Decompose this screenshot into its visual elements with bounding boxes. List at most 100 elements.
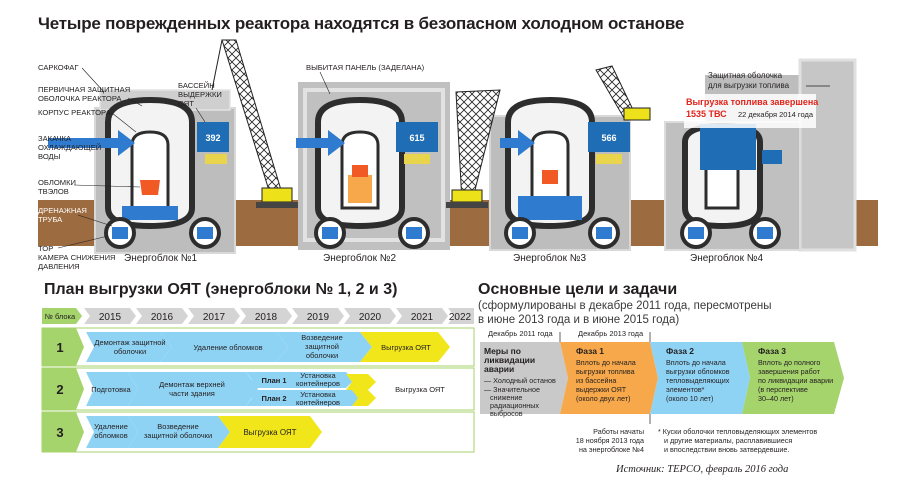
year-label: 2019 <box>307 312 330 323</box>
step-bar <box>276 332 372 362</box>
source-note: Источник: ТЕРСО, февраль 2016 года <box>616 464 789 475</box>
unit-number: 2 <box>56 382 63 397</box>
step-bar <box>246 372 354 388</box>
crane-icon <box>446 65 651 208</box>
block-header: № блока <box>45 312 76 321</box>
block-header-cell <box>42 308 82 324</box>
pool-count: 392 <box>205 133 220 143</box>
date-2: Декабрь 2013 года <box>578 329 644 338</box>
step-bar <box>86 332 172 362</box>
label-torus-1: ТОР <box>38 244 53 253</box>
unit-4-building <box>664 58 857 252</box>
step-label: Выгрузка ОЯТ <box>243 428 296 437</box>
phase-1-text: выдержки ОЯТ <box>576 385 627 394</box>
phase-3-box <box>742 342 844 414</box>
phase-2-text: Вплоть до начала <box>666 358 726 367</box>
phase-3-text: (в перспективе <box>758 385 808 394</box>
goals-subtitle: (сформулированы в декабре 2011 года, пер… <box>478 300 772 326</box>
unit4-cover-label-1: Защитная оболочка <box>708 71 783 80</box>
footnote: * Куски оболочки тепловыделяющих элемент… <box>658 427 817 436</box>
debris <box>140 180 160 195</box>
phase-2-box <box>650 342 750 414</box>
goals-title: Основные цели и задачи <box>478 281 678 298</box>
label-injection-1: ЗАКАЧКА <box>38 134 72 143</box>
step-label: контейнеров <box>296 398 340 407</box>
step-label: обломков <box>94 431 127 440</box>
date-1: Декабрь 2011 года <box>488 329 553 338</box>
phase-2-text: элементов* <box>666 385 705 394</box>
step-label: оболочки <box>306 351 338 360</box>
pool-count: 566 <box>601 133 616 143</box>
plan-1-label: План 1 <box>261 376 286 385</box>
label-torus-2: КАМЕРА СНИЖЕНИЯ <box>38 253 116 262</box>
unit4-cover-label-2: для выгрузки топлива <box>708 81 790 90</box>
footnote: и впоследствии вновь затвердевшие. <box>664 445 789 454</box>
year-label: 2022 <box>449 312 472 323</box>
step-bar <box>218 416 322 448</box>
measures-title: аварии <box>484 364 514 374</box>
measures-item: выбросов <box>490 409 523 418</box>
step-label: Возведение <box>157 422 198 431</box>
measures-item: радиационных <box>490 401 539 410</box>
unit-number: 1 <box>56 340 63 355</box>
label-containment-2: ОБОЛОЧКА РЕАКТОРА <box>38 94 122 103</box>
fuel-removal-cover <box>798 58 857 252</box>
step-label: Демонтаж защитной <box>94 338 165 347</box>
step-label: Удаление обломков <box>193 343 262 352</box>
step-bar <box>352 390 376 406</box>
measures-title: Меры по <box>484 346 521 356</box>
year-label: 2017 <box>203 312 226 323</box>
measures-item: снижение <box>490 393 522 402</box>
step-label: контейнеров <box>296 379 340 388</box>
unit-1-building: 392 <box>48 89 236 254</box>
label-injection-2: ОХЛАЖДАЮЩЕЙ <box>38 143 101 152</box>
water <box>122 206 178 220</box>
measures-title: ликвидации <box>484 355 535 365</box>
phase-1-text: (около двух лет) <box>576 394 630 403</box>
label-panel: ВЫБИТАЯ ПАНЕЛЬ (ЗАДЕЛАНА) <box>306 63 425 72</box>
step-label: защитной <box>305 342 339 351</box>
step-bar <box>128 372 258 406</box>
unit-2-name: Энергоблок №2 <box>323 252 396 264</box>
plan-gantt: № блока 2015 2016 2017 2018 2019 2020 20… <box>41 308 475 453</box>
step-bar <box>128 416 230 448</box>
label-pool-2: ВЫДЕРЖКИ <box>178 90 222 99</box>
phase-1-title: Фаза 1 <box>576 346 604 356</box>
fuel-assembly-count: 1535 ТВС <box>686 109 727 119</box>
fuel-removal-done: Выгрузка топлива завершена <box>686 97 819 107</box>
note-left: на энергоблоке №4 <box>579 445 644 454</box>
plan-2-label: План 2 <box>261 394 286 403</box>
reactor-vessel <box>130 130 170 210</box>
step-bar <box>246 390 360 406</box>
step-bar <box>86 372 138 406</box>
phase-2-text: выгрузки обломков <box>666 367 730 376</box>
unit-1-name: Энергоблок №1 <box>124 252 197 264</box>
unit-2-building: 615 <box>296 82 450 250</box>
unit-4-name: Энергоблок №4 <box>690 252 763 264</box>
measures-item: — Значительное <box>484 385 540 394</box>
year-label: 2016 <box>151 312 174 323</box>
measures-box <box>480 342 568 414</box>
phase-3-text: Вплоть до полного <box>758 358 820 367</box>
label-drain-1: ДРЕНАЖНАЯ <box>38 206 87 215</box>
unit-number: 3 <box>56 425 63 440</box>
phase-1-box <box>560 342 658 414</box>
step-label: Возведение <box>301 333 342 342</box>
callout-labels: САРКОФАГ ПЕРВИЧНАЯ ЗАЩИТНАЯ ОБОЛОЧКА РЕА… <box>38 63 425 271</box>
measures-item: — Холодный останов <box>484 376 556 385</box>
note-left: 18 ноября 2013 года <box>576 436 644 445</box>
goals-phases: Декабрь 2011 года Декабрь 2013 года Меры… <box>480 329 844 454</box>
step-label: Подготовка <box>91 385 131 394</box>
phase-1-text: из бассейна <box>576 376 616 385</box>
label-debris-2: ТВЭЛОВ <box>38 187 69 196</box>
step-label: Выгрузка ОЯТ <box>395 385 445 394</box>
pool-1 <box>197 122 229 152</box>
step-bar <box>346 374 376 390</box>
label-sarcophagus: САРКОФАГ <box>38 63 78 72</box>
phase-3-text: по ликвидации аварии <box>758 376 833 385</box>
step-label: Установка <box>300 390 336 399</box>
step-label: Демонтаж верхней <box>159 380 225 389</box>
unit-3-building: 566 <box>489 96 631 251</box>
label-drain-2: ТРУБА <box>38 215 63 224</box>
year-label: 2020 <box>359 312 382 323</box>
